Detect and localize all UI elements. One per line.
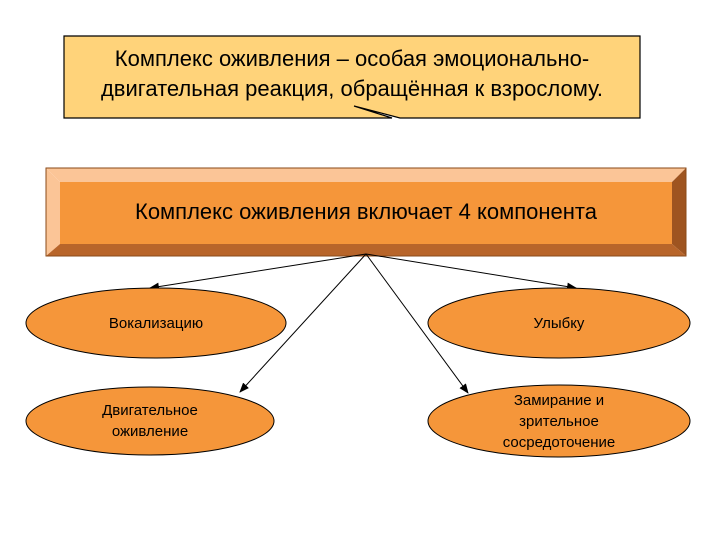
- arrow-to-vocalization: [149, 253, 367, 291]
- ellipse-vocalization: [25, 287, 287, 359]
- callout-text: Комплекс оживления – особая эмоционально…: [64, 36, 640, 112]
- arrow-to-motor: [239, 253, 367, 393]
- connector-arrows: [149, 253, 577, 394]
- callout-line-1: Комплекс оживления – особая эмоционально…: [114, 46, 590, 71]
- banner-label: Комплекс оживления включает 4 компонента: [135, 199, 597, 224]
- ellipse-motor: [25, 386, 275, 456]
- ellipse-freeze: [427, 384, 691, 458]
- node-freeze: Замирание и зрительное сосредоточение: [428, 385, 690, 457]
- node-smile: Улыбку: [533, 314, 585, 332]
- callout-bubble: [63, 35, 641, 119]
- node-freeze-line-2: зрительное: [519, 412, 599, 430]
- ellipse-smile: [427, 287, 691, 359]
- node-motor-line-2: оживление: [111, 423, 189, 440]
- node-vocalization: Вокализацию: [108, 314, 204, 332]
- callout-line-2: двигательная реакция, обращённая к взрос…: [100, 76, 604, 101]
- banner-box: [45, 167, 687, 257]
- node-freeze-line-1: Замирание и: [513, 391, 605, 409]
- node-freeze-line-3: сосредоточение: [502, 433, 616, 451]
- node-motor: Двигательное оживление: [26, 387, 274, 455]
- node-motor-line-1: Двигательное: [102, 402, 198, 419]
- arrow-to-freeze: [365, 253, 469, 394]
- arrow-to-smile: [365, 253, 577, 291]
